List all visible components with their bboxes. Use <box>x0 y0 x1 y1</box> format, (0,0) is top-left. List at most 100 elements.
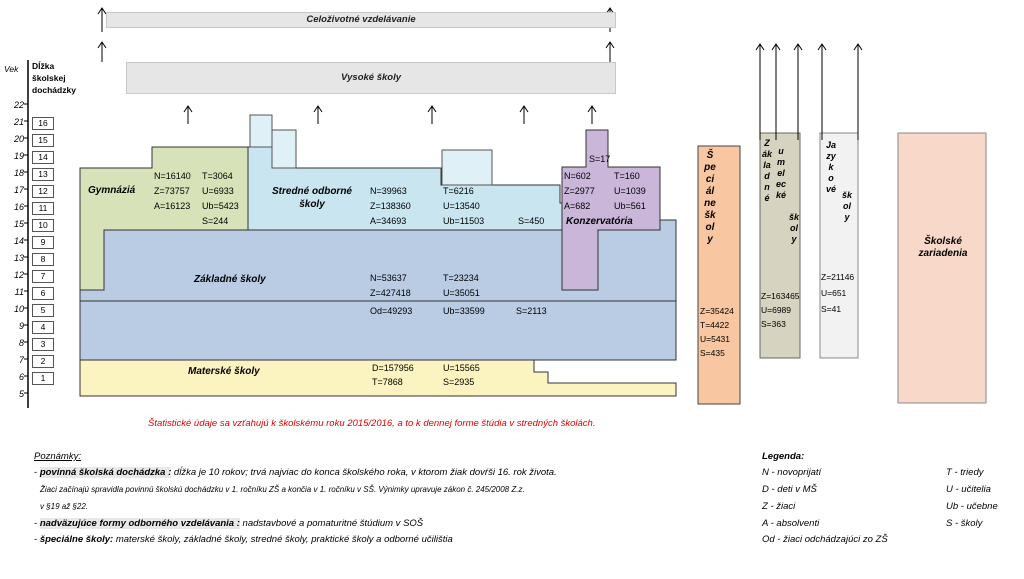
konzervatoria-stat: Z=2977 <box>564 186 595 196</box>
zakladne-stat: S=2113 <box>516 306 547 316</box>
note-2: - nadväzujúce formy odborného vzdelávani… <box>34 518 423 530</box>
gymnazia-stat: T=3064 <box>202 171 233 181</box>
university-label: Vysoké školy <box>340 72 402 83</box>
legend-item-left: N - novoprijatí <box>762 467 822 478</box>
university-banner: Vysoké školy <box>126 62 616 94</box>
age-label: 18 <box>13 168 24 178</box>
arrows-group <box>97 7 863 140</box>
age-label: 9 <box>18 321 24 331</box>
specialne-title-part1: Špeciálne školy <box>704 150 716 245</box>
zus-stat: S=363 <box>761 319 786 329</box>
materske-skoly-title: Materské školy <box>188 366 260 377</box>
statistics-note: Štatistické údaje sa vzťahujú k školském… <box>148 418 596 429</box>
grade-box: 12 <box>32 185 54 198</box>
grade-box: 16 <box>32 117 54 130</box>
grade-box: 13 <box>32 168 54 181</box>
materske-stat: S=2935 <box>443 377 475 387</box>
legend-item-left: Od - žiaci odchádzajúci zo ZŠ <box>762 534 888 545</box>
grade-box: 4 <box>32 321 54 334</box>
legend-item-left: A - absolventi <box>762 518 820 529</box>
zus-stat: U=6989 <box>761 305 792 315</box>
konzervatoria-stat: N=602 <box>564 171 591 181</box>
stredne-upper-block-2 <box>271 129 297 169</box>
legend-item-right: T - triedy <box>946 467 984 478</box>
legend-item-right: U - učitelia <box>946 484 991 495</box>
note-3-bold: špeciálne školy: <box>39 534 114 545</box>
grade-box: 3 <box>32 338 54 351</box>
specialne-skoly-block <box>697 145 741 405</box>
note-1-small-2: v §19 až §22. <box>40 502 89 511</box>
konzervatoria-block <box>561 129 661 291</box>
note-1-small-1: Žiaci začínajú spravidla povinnú školskú… <box>40 485 525 494</box>
note-dash: - <box>34 518 40 529</box>
zakladne-stat: U=35051 <box>443 288 480 298</box>
note-2-text: nadstavbové a pomaturitné štúdium v SOŠ <box>239 518 424 529</box>
note-dash: - <box>34 467 40 478</box>
grade-box: 8 <box>32 253 54 266</box>
age-label: 20 <box>13 134 24 144</box>
note-2-bold: nadväzujúce formy odborného vzdelávania … <box>39 518 240 529</box>
zus-stat: Z=163465 <box>761 291 800 301</box>
age-label: 8 <box>18 338 24 348</box>
age-label: 11 <box>14 287 24 297</box>
skolske-zariadenia-title: Školské zariadenia <box>918 236 968 259</box>
zus-title-b: umelecké <box>776 146 787 200</box>
legend-item-right: Ub - učebne <box>946 501 998 512</box>
age-label: 17 <box>13 185 24 195</box>
gymnazia-title: Gymnáziá <box>88 185 136 196</box>
zus-title-c: školy <box>789 212 800 244</box>
note-dash: - <box>34 534 40 545</box>
lifelong-learning-label: Celoživotné vzdelávanie <box>306 14 416 25</box>
notes-header: Poznámky: <box>34 451 81 462</box>
grade-box: 1 <box>32 372 54 385</box>
specialne-stat: T=4422 <box>700 320 730 330</box>
skolske-zariadenia-block <box>897 132 987 404</box>
konzervatoria-stat: A=682 <box>564 201 591 211</box>
konzervatoria-stat: U=1039 <box>614 186 646 196</box>
zakladne-stat: Od=49293 <box>370 306 413 316</box>
grade-box: 10 <box>32 219 54 232</box>
konzervatoria-stat: Ub=561 <box>614 201 646 211</box>
zus-block <box>759 132 801 359</box>
legend-item-left: D - deti v MŠ <box>762 484 817 495</box>
stredne-stat: A=34693 <box>370 216 407 226</box>
jazykove-stat: U=651 <box>821 288 847 298</box>
zakladne-stat: N=53637 <box>370 273 407 283</box>
age-label: 12 <box>13 270 24 280</box>
note-1-bold: povinná školská dochádzka : <box>39 467 172 478</box>
age-label: 15 <box>13 219 24 229</box>
gymnazia-stat: S=244 <box>202 216 229 226</box>
grade-header-1: Dĺžka <box>32 61 55 71</box>
age-label: 10 <box>13 304 24 314</box>
grade-header-3: dochádzky <box>32 85 76 95</box>
konzervatoria-stat: T=160 <box>614 171 640 181</box>
gymnazia-stat: Ub=5423 <box>202 201 239 211</box>
grade-box: 7 <box>32 270 54 283</box>
specialne-stat: Z=35424 <box>700 306 734 316</box>
zakladne-stat: Z=427418 <box>370 288 411 298</box>
note-1: - povinná školská dochádzka : dĺžka je 1… <box>34 467 557 479</box>
legend-title: Legenda: <box>762 451 805 462</box>
age-label: 6 <box>18 372 24 382</box>
gymnazia-stat: U=6933 <box>202 186 234 196</box>
materske-skoly-block <box>79 359 677 397</box>
age-label: 13 <box>13 253 24 263</box>
materske-stat: U=15565 <box>443 363 480 373</box>
jazykove-title-b: školy <box>842 190 853 222</box>
jazykove-skoly-block <box>819 132 859 359</box>
age-header: Vek <box>4 64 19 74</box>
jazykove-title-a: Jazykové <box>826 140 837 194</box>
stredne-skoly-title: Stredné odborné školy <box>271 186 352 210</box>
grade-box: 11 <box>32 202 54 215</box>
materske-stat: D=157956 <box>372 363 414 373</box>
grade-box: 14 <box>32 151 54 164</box>
age-label: 21 <box>13 117 24 127</box>
grade-box: 6 <box>32 287 54 300</box>
grade-header-2: školskej <box>32 73 66 83</box>
stredne-stat: T=6216 <box>443 186 474 196</box>
zakladne-stat: T=23234 <box>443 273 479 283</box>
jazykove-stat: S=41 <box>821 304 842 314</box>
age-label: 14 <box>13 236 24 246</box>
